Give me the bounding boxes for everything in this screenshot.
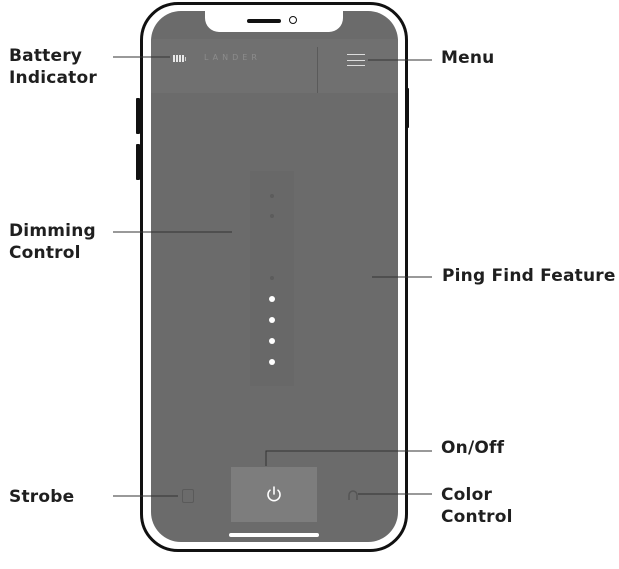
camera-icon bbox=[289, 16, 297, 24]
callout-line: Dimming bbox=[9, 221, 96, 241]
callout-line: Control bbox=[441, 507, 513, 527]
dimming-level-dot-off[interactable] bbox=[270, 194, 274, 198]
callout-line: Indicator bbox=[9, 68, 97, 88]
menu-callout: Menu bbox=[441, 48, 495, 68]
battery-icon[interactable] bbox=[173, 55, 187, 62]
power-icon bbox=[267, 486, 281, 502]
dimming-level-dot-on[interactable] bbox=[269, 359, 275, 365]
speaker-grille bbox=[247, 19, 281, 23]
dimming-level-dot-off[interactable] bbox=[270, 214, 274, 218]
callout-line: Control bbox=[9, 243, 81, 263]
side-power-button bbox=[405, 88, 409, 128]
on-off-callout: On/Off bbox=[441, 438, 505, 458]
strobe-callout: Strobe bbox=[9, 487, 75, 507]
ping-find-callout: Ping Find Feature bbox=[442, 266, 616, 286]
app-screen: LANDER bbox=[151, 11, 398, 542]
dimming-control-callout: Dimming Control bbox=[9, 220, 96, 264]
dimming-level-dot-on[interactable] bbox=[269, 338, 275, 344]
top-bar-divider bbox=[317, 47, 318, 93]
brand-logo: LANDER bbox=[204, 53, 261, 62]
volume-up-button bbox=[136, 98, 140, 134]
notch bbox=[205, 11, 343, 32]
power-button[interactable] bbox=[231, 467, 317, 522]
color-control-callout: Color Control bbox=[441, 484, 513, 528]
home-indicator bbox=[229, 533, 319, 537]
color-control-icon[interactable] bbox=[347, 489, 359, 501]
volume-down-button bbox=[136, 144, 140, 180]
strobe-icon[interactable] bbox=[182, 489, 194, 503]
onoff-leader bbox=[265, 450, 432, 466]
hamburger-menu-icon[interactable] bbox=[347, 54, 365, 66]
dimming-level-dot-on[interactable] bbox=[269, 317, 275, 323]
dimming-level-dot-off[interactable] bbox=[270, 276, 274, 280]
top-bar bbox=[151, 39, 398, 93]
dimming-level-dot-on[interactable] bbox=[269, 296, 275, 302]
callout-line: Color bbox=[441, 485, 493, 505]
battery-indicator-callout: Battery Indicator bbox=[9, 45, 97, 89]
callout-line: Battery bbox=[9, 46, 83, 66]
